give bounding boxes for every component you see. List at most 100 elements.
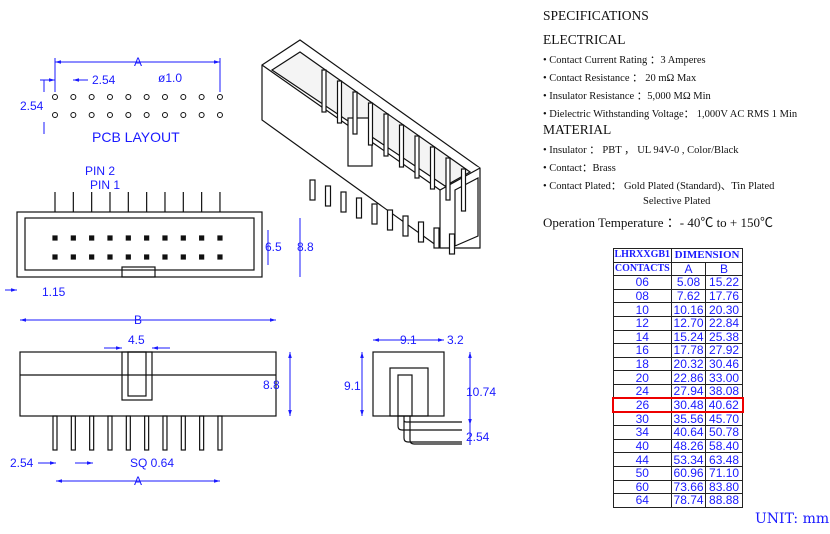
unit-label: UNIT: mm <box>755 511 830 527</box>
contacts-cell: 08 <box>612 288 673 304</box>
side-row-pitch: 2.54 <box>466 430 490 444</box>
material-heading: MATERIAL <box>543 122 612 137</box>
pin <box>429 146 436 190</box>
pin <box>321 69 327 113</box>
pcb-hole <box>70 94 77 100</box>
pin <box>52 415 58 451</box>
pcb-hole <box>143 94 150 100</box>
contacts-header: CONTACTS <box>612 261 673 277</box>
pcb-hole <box>216 112 223 118</box>
pin <box>340 191 347 213</box>
3d-view <box>261 39 481 255</box>
pin <box>355 197 363 219</box>
spec-item: • Contact Current Rating ：3 Amperes <box>543 55 706 66</box>
pcb-hole <box>216 94 223 100</box>
pcb-dim-a: A <box>134 55 142 69</box>
dim-b-cell: 50.78 <box>705 425 744 440</box>
pcb-hole <box>180 94 187 100</box>
dim-a-cell: 53.34 <box>671 452 707 467</box>
dim-b-cell: 15.22 <box>705 275 744 290</box>
dim-a-cell: 40.64 <box>671 425 707 440</box>
pcb-hole <box>52 94 58 100</box>
contacts-cell: 64 <box>612 493 673 508</box>
pin <box>180 415 186 451</box>
pcb-hole <box>88 112 95 118</box>
pin-square <box>107 254 113 260</box>
pin-height: 10.74 <box>466 385 496 399</box>
spec-item: • Insulator Resistance ：5,000 MΩ Min <box>543 91 711 102</box>
pin <box>309 179 316 201</box>
dim-b-cell: 71.10 <box>705 465 744 481</box>
dim-b-cell: 58.40 <box>705 438 744 454</box>
pin-square <box>52 235 58 241</box>
dim-a-cell: 78.74 <box>671 493 707 508</box>
pin <box>70 415 76 451</box>
spec-item: • Contact Resistance ： 20 mΩ Max <box>543 73 697 84</box>
dim-a-cell: 5.08 <box>671 275 707 290</box>
pcb-hole <box>161 112 168 118</box>
dim-b-cell: 40.62 <box>705 397 744 414</box>
pin <box>460 168 467 212</box>
pin <box>448 233 456 255</box>
pin-offset: 3.2 <box>447 333 464 347</box>
pin-square <box>70 254 76 260</box>
dim-a-cell: 30.48 <box>671 397 707 414</box>
pin <box>144 415 150 451</box>
pcb-hole <box>106 94 113 100</box>
dim-b-cell: 17.76 <box>705 288 744 304</box>
col-b-header: B <box>705 261 744 277</box>
pin <box>386 209 394 231</box>
contacts-cell: 16 <box>612 343 673 358</box>
contacts-cell: 06 <box>612 275 673 290</box>
contacts-cell: 26 <box>612 397 673 414</box>
contacts-cell: 34 <box>612 425 673 440</box>
contacts-cell: 18 <box>612 356 673 372</box>
front-height: 8.8 <box>263 378 280 392</box>
pcb-hole <box>52 112 58 118</box>
pin <box>336 80 343 124</box>
pcb-hole <box>198 112 205 118</box>
dim-a-cell: 20.32 <box>671 356 707 372</box>
pin-square <box>89 254 95 260</box>
pcb-hole <box>88 94 95 100</box>
pin-square <box>180 235 186 241</box>
pin <box>352 91 358 135</box>
dim-a-cell: 73.66 <box>671 479 707 495</box>
contacts-cell: 40 <box>612 438 673 454</box>
dim-b-cell: 88.88 <box>705 493 744 508</box>
pin-square <box>162 254 168 260</box>
pin <box>199 415 205 451</box>
side-height: 9.1 <box>344 379 361 393</box>
pcb-hole <box>180 112 187 118</box>
dim-b-cell: 83.80 <box>705 479 744 495</box>
pin-square <box>217 254 223 260</box>
pin-square <box>199 235 205 241</box>
pin-square <box>199 254 205 260</box>
dim-b-cell: 22.84 <box>705 315 744 331</box>
pin-square <box>144 235 150 241</box>
dim-a-cell: 22.86 <box>671 370 707 385</box>
dim-b-cell: 45.70 <box>705 411 744 427</box>
spec-item: • Insulator ： PBT ， UL 94V-0 , Color/Bla… <box>543 145 739 156</box>
contacts-cell: 44 <box>612 452 673 467</box>
pin <box>125 415 131 451</box>
pin <box>217 415 223 451</box>
dim-a-cell: 12.70 <box>671 315 707 331</box>
front-dim-a: A <box>134 474 142 488</box>
pin-square <box>52 254 58 260</box>
dim-b-cell: 33.00 <box>705 370 744 385</box>
side-depth: 9.1 <box>400 333 417 347</box>
pcb-hole <box>125 112 132 118</box>
spec-item: • Contact：Brass <box>543 163 616 174</box>
operation-temperature: Operation Temperature ：- 40℃ to + 150℃ <box>543 215 774 230</box>
